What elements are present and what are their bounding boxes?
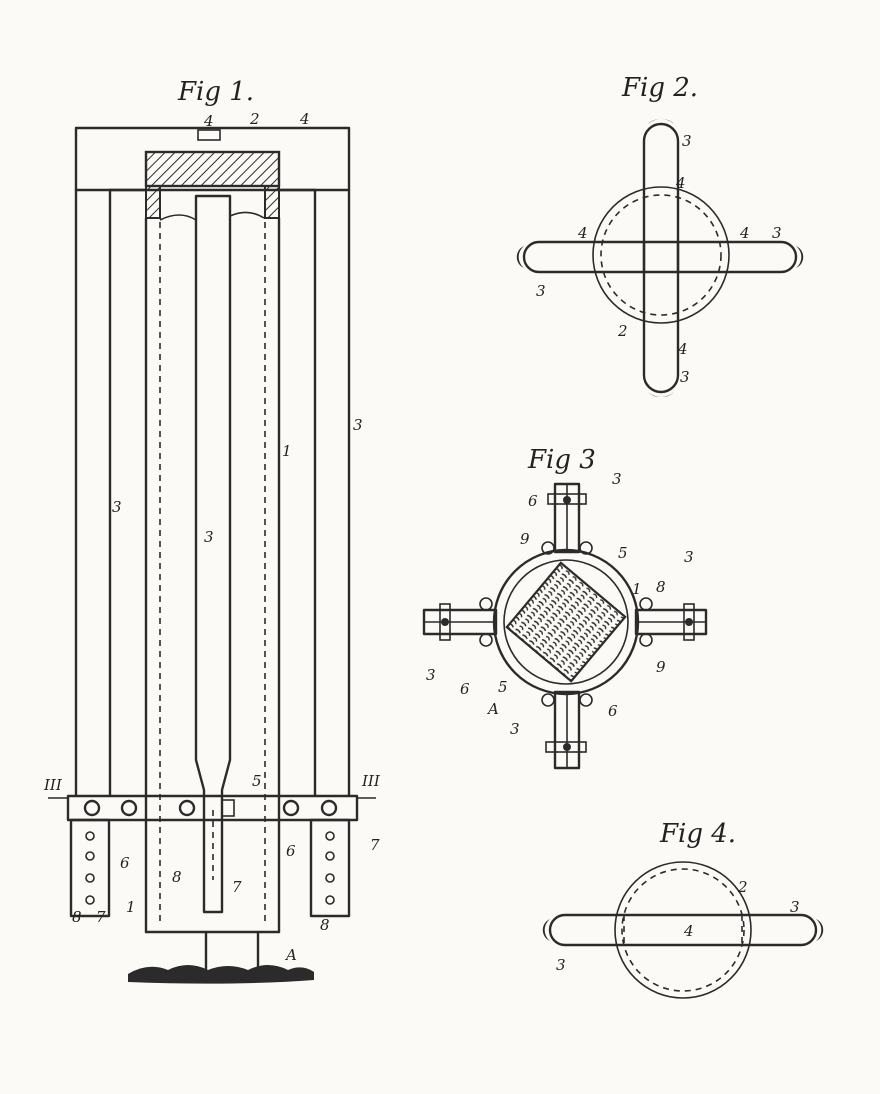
fig1-label-left-hole: 8 [72, 908, 82, 926]
fig2-label-top-arm: 4 [675, 174, 686, 192]
fig3-label-top-bolt: 6 [528, 492, 538, 510]
fig4-label-bar: 4 [683, 922, 694, 940]
fig1-label-crossbar: 4 [299, 110, 310, 128]
fig3-label-upper-filler: 9 [520, 530, 530, 548]
fig4-label-cap: 2 [737, 878, 748, 896]
fig1-label-top-bolt: 4 [203, 112, 214, 130]
fig3-label-top-rod: 3 [612, 470, 622, 488]
fig2-label-left-end: 3 [536, 282, 546, 300]
fig1-label-section-left: III [43, 776, 63, 794]
fig2-label-bottom-arm: 4 [677, 340, 688, 358]
figure-1: Fig 1. [43, 77, 381, 984]
fig2-label-cap: 2 [617, 322, 628, 340]
fig3-label-lower-filler: 9 [656, 658, 666, 676]
fig2-title: Fig 2. [621, 73, 698, 103]
anchor-tabs [69, 818, 351, 918]
fig1-label-cap: 2 [249, 110, 260, 128]
fig2-label-left-arm: 4 [577, 224, 588, 242]
fig1-label-center-rod: 3 [204, 528, 214, 546]
fig3-label-left-rod: 3 [426, 666, 436, 684]
fig2-label-right-end: 3 [772, 224, 782, 242]
fig1-label-center-pin: 8 [172, 868, 182, 886]
fig1-label-band: 5 [252, 772, 262, 790]
fig1-label-post-base: 1 [126, 898, 136, 916]
fig4-label-left-end: 3 [556, 956, 566, 974]
outer-rods [74, 188, 351, 797]
figure-3: Fig 3 3 6 5 [422, 445, 708, 770]
fig2-label-top-end: 3 [682, 132, 692, 150]
fig3-label-right-bolt: 8 [656, 578, 666, 596]
fig2-label-bottom-end: 3 [680, 368, 690, 386]
fig1-label-center-slot: 7 [232, 878, 242, 896]
fig3-label-right-rod: 3 [684, 548, 694, 566]
fig1-label-left-bolt: 6 [120, 854, 130, 872]
fig3-label-band: 5 [618, 544, 628, 562]
ground-post [128, 930, 314, 984]
fig3-label-left-bolt: 6 [460, 680, 470, 698]
figure-2: Fig 2. 3 4 4 4 3 3 2 4 3 [516, 73, 804, 398]
fig3-label-post: 1 [632, 580, 642, 598]
fig2-label-right-arm: 4 [739, 224, 750, 242]
fig1-label-section-right: III [361, 772, 381, 790]
fig3-label-core: A [486, 700, 499, 718]
fig3-title: Fig 3 [527, 445, 596, 475]
fig3-label-band-lower: 5 [498, 678, 508, 696]
fig1-label-left-tab: 7 [96, 908, 106, 926]
figure-4: Fig 4. 2 3 4 3 [542, 819, 824, 999]
fig1-label-right-tab: 7 [370, 836, 380, 854]
fig1-label-right-rod: 3 [353, 416, 363, 434]
fig1-label-ground-post: A [284, 946, 297, 964]
clamp-band [48, 794, 376, 822]
center-rod [194, 194, 232, 914]
fig4-title: Fig 4. [659, 819, 736, 849]
fig1-label-post: 1 [282, 442, 292, 460]
fig3-label-bottom-rod: 3 [510, 720, 520, 738]
fig1-label-right-hole: 8 [320, 916, 330, 934]
fig1-title: Fig 1. [177, 77, 254, 107]
post-cap [144, 150, 281, 221]
fig4-label-right-end: 3 [790, 898, 800, 916]
fig1-label-right-bolt: 6 [286, 842, 296, 860]
fig1-label-left-rod: 3 [112, 498, 122, 516]
fig3-label-bottom-bolt: 6 [608, 702, 618, 720]
